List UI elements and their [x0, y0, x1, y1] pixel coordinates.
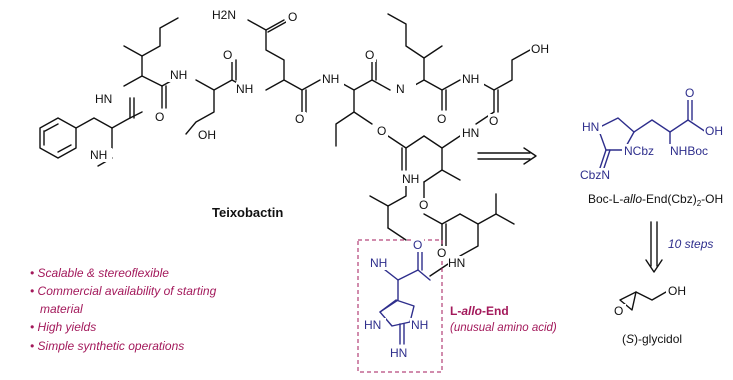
- atom-label: HN: [95, 92, 112, 106]
- allo-end-imidazolidine-ring: [379, 299, 415, 327]
- phenyl-ring: [39, 117, 77, 159]
- atom-label: O: [155, 110, 164, 124]
- residue-caption: L-allo-End (unusual amino acid): [450, 304, 557, 334]
- allo-enduracididine-residue: [357, 239, 443, 373]
- atom-label: OH: [668, 284, 686, 298]
- steps-label: 10 steps: [668, 237, 713, 251]
- atom-label: O: [614, 304, 623, 318]
- atom-label: O: [685, 86, 694, 100]
- atom-label: NH: [170, 68, 187, 82]
- atom-label: NHBoc: [670, 144, 708, 158]
- molecule-title: Teixobactin: [212, 205, 283, 220]
- atom-label: OH: [705, 124, 723, 138]
- atom-label: NH: [236, 82, 253, 96]
- atom-label: N: [396, 82, 405, 96]
- atom-label: NH: [90, 148, 107, 162]
- teixobactin-structure: [39, 13, 531, 277]
- atom-label: O: [223, 48, 232, 62]
- glycidol-structure: O OH: [614, 284, 690, 318]
- retrosynthesis-arrow: [477, 147, 537, 165]
- residue-name: L-allo-End: [450, 304, 509, 318]
- advantages-list: • Scalable & stereoflexible • Commercial…: [30, 266, 217, 353]
- advantage-item: • Commercial availability of starting: [30, 284, 217, 298]
- atom-label: O: [377, 124, 386, 138]
- glycidol-name: (S)-glycidol: [622, 332, 682, 346]
- atom-label: CbzN: [580, 168, 610, 182]
- synthesis-down-arrow: [645, 221, 663, 273]
- advantage-item: • High yields: [30, 320, 96, 334]
- intermediate-name: Boc-L-allo-End(Cbz)2-OH: [588, 192, 723, 208]
- atom-label: O: [288, 10, 297, 24]
- residue-highlight-box: [357, 239, 443, 373]
- advantage-item: • Scalable & stereoflexible: [30, 266, 169, 280]
- atom-label: HN: [364, 318, 381, 332]
- atom-label: NH: [370, 256, 387, 270]
- atom-label: NH: [402, 172, 419, 186]
- atom-label: H2N: [212, 8, 236, 22]
- atom-label: HN: [448, 256, 465, 270]
- atom-labels: HN NH O NH O OH H2N O NH O NH O N O NH O…: [88, 8, 554, 360]
- residue-note: (unusual amino acid): [450, 322, 557, 334]
- atom-label: O: [437, 246, 446, 260]
- atom-label: HN: [582, 120, 599, 134]
- atom-label: OH: [198, 128, 216, 142]
- advantage-item: material: [40, 302, 83, 316]
- atom-label: NH: [411, 318, 428, 332]
- atom-label: O: [295, 112, 304, 126]
- atom-label: NH: [322, 72, 339, 86]
- atom-label: NH: [462, 72, 479, 86]
- atom-label: O: [437, 112, 446, 126]
- advantage-item: • Simple synthetic operations: [30, 339, 184, 353]
- atom-label: HN: [462, 126, 479, 140]
- atom-label: OH: [531, 42, 549, 56]
- atom-label: O: [489, 114, 498, 128]
- atom-label: O: [419, 198, 428, 212]
- boc-allo-end-intermediate: HN NCbz NHBoc O OH CbzN: [578, 86, 728, 182]
- atom-label: O: [413, 238, 422, 252]
- atom-label: HN: [390, 346, 407, 360]
- atom-label: NCbz: [624, 144, 654, 158]
- intermediate-imidazolidine-ring: [597, 117, 635, 151]
- atom-label: O: [365, 48, 374, 62]
